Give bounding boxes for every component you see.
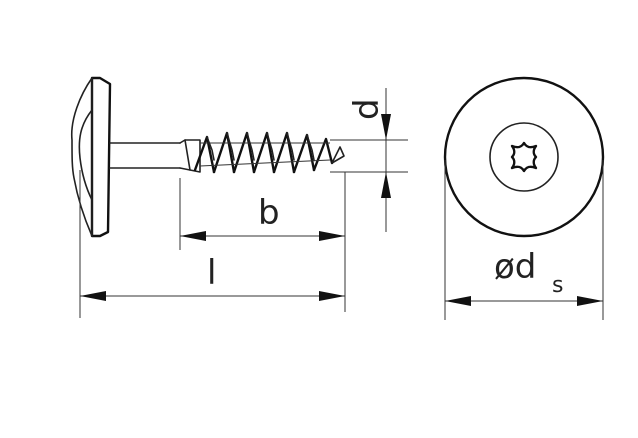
dimension-d-label: d [347, 98, 387, 120]
dimension-ds-label: ød [494, 247, 536, 287]
screw-head-front-view [443, 76, 605, 238]
screw-shank [109, 142, 181, 169]
screw-thread [179, 131, 345, 174]
dimension-b-label: b [258, 193, 280, 233]
head-inner-circle [489, 122, 559, 192]
dimension-ds-subscript: s [552, 273, 563, 298]
dimension-ds: ød s [444, 160, 604, 320]
head-outer-circle [443, 76, 605, 238]
screw-head [70, 76, 112, 238]
dimension-l: l [79, 170, 346, 318]
dimension-b: b [179, 172, 346, 250]
torx-recess-icon [510, 141, 538, 173]
dimension-d: d [330, 88, 408, 232]
screw-side-view [70, 76, 345, 238]
dimension-l-label: l [207, 253, 216, 293]
